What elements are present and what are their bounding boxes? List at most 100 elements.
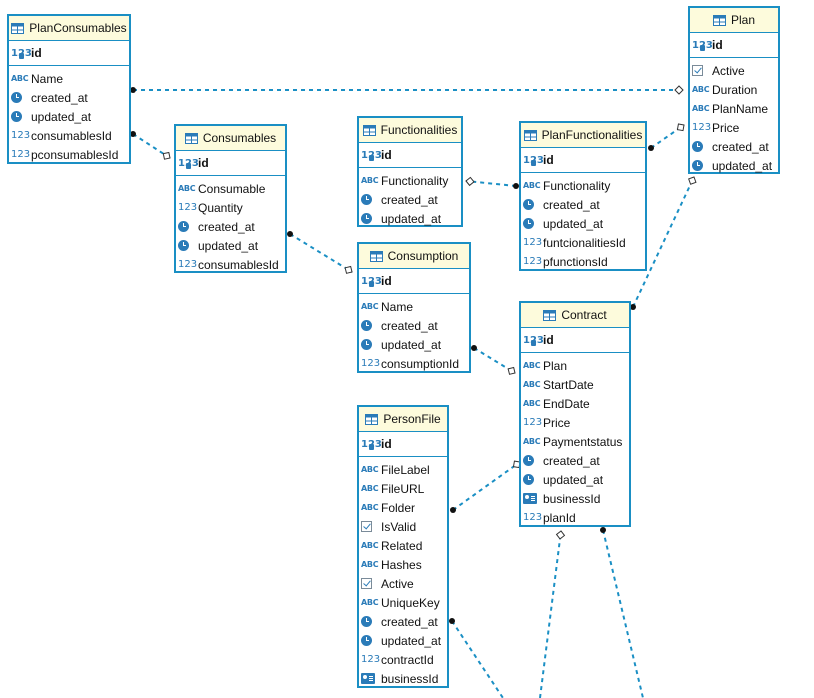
link-functionalities-planfunctionalities[interactable]: [465, 176, 519, 189]
link-personfile-contract[interactable]: [450, 460, 521, 513]
entity-person-file[interactable]: PersonFile123idABCFileLabelABCFileURLABC…: [357, 405, 449, 688]
link-planfunctionalities-plan[interactable]: [648, 123, 685, 151]
primary-key-row[interactable]: 123id: [359, 143, 461, 168]
primary-key-label: id: [543, 153, 554, 167]
link-planconsumables-plan[interactable]: [130, 85, 684, 95]
link-contract-plan[interactable]: [630, 176, 697, 310]
column-name: pconsumablesId: [31, 147, 119, 162]
entity-header[interactable]: Plan: [690, 8, 778, 33]
column-row[interactable]: created_at: [359, 612, 447, 631]
column-row[interactable]: updated_at: [176, 236, 285, 255]
connector-line[interactable]: [539, 530, 562, 698]
entity-contract[interactable]: Contract123idABCPlanABCStartDateABCEndDa…: [519, 301, 631, 527]
column-row[interactable]: updated_at: [9, 107, 129, 126]
entity-header[interactable]: Contract: [521, 303, 629, 328]
link-planconsumables-consumables[interactable]: [130, 131, 171, 160]
connector-line[interactable]: [452, 461, 521, 511]
primary-key-row[interactable]: 123id: [359, 269, 469, 294]
entity-header[interactable]: Consumables: [176, 126, 285, 151]
column-row[interactable]: created_at: [521, 195, 645, 214]
clock-icon: [523, 473, 540, 487]
column-row[interactable]: created_at: [359, 190, 461, 209]
many-end-dot: [471, 345, 477, 351]
entity-header[interactable]: PersonFile: [359, 407, 447, 432]
column-row[interactable]: updated_at: [359, 335, 469, 354]
link-consumables-consumption[interactable]: [287, 231, 353, 274]
entity-plan-consumables[interactable]: PlanConsumables123idABCNamecreated_atupd…: [7, 14, 131, 164]
link-contract-offscreen-left[interactable]: [539, 530, 566, 698]
primary-key-row[interactable]: 123id: [359, 432, 447, 457]
column-row[interactable]: created_at: [690, 137, 778, 156]
many-end-dot: [130, 131, 136, 137]
primary-key-row[interactable]: 123id: [176, 151, 285, 176]
column-row[interactable]: created_at: [521, 451, 629, 470]
column-row[interactable]: Active: [359, 574, 447, 593]
entity-plan-functionalities[interactable]: PlanFunctionalities123idABCFunctionality…: [519, 121, 647, 271]
entity-header[interactable]: PlanConsumables: [9, 16, 129, 41]
column-row[interactable]: created_at: [176, 217, 285, 236]
number-type-icon: 123: [11, 149, 31, 160]
column-name: created_at: [381, 318, 438, 333]
primary-key-row[interactable]: 123id: [9, 41, 129, 66]
entity-header[interactable]: Consumption: [359, 244, 469, 269]
entity-functionalities[interactable]: Functionalities123idABCFunctionalitycrea…: [357, 116, 463, 227]
column-row[interactable]: businessId: [521, 489, 629, 508]
entity-plan[interactable]: Plan123idActiveABCDurationABCPlanName123…: [688, 6, 780, 174]
primary-key-row[interactable]: 123id: [690, 33, 778, 58]
link-consumption-contract[interactable]: [471, 345, 516, 375]
column-row[interactable]: Active: [690, 61, 778, 80]
id-card-icon: [523, 492, 540, 506]
text-type-icon: ABC: [523, 181, 541, 190]
entity-consumption[interactable]: Consumption123idABCName created_atupdated…: [357, 242, 471, 373]
primary-key-row[interactable]: 123id: [521, 148, 645, 173]
connector-line[interactable]: [289, 233, 353, 273]
column-row[interactable]: updated_at: [690, 156, 778, 175]
connector-line[interactable]: [602, 529, 644, 698]
column-row[interactable]: updated_at: [359, 631, 447, 650]
link-contract-offscreen-right[interactable]: [600, 527, 644, 698]
column-row[interactable]: businessId: [359, 669, 447, 688]
column-row[interactable]: updated_at: [521, 470, 629, 489]
primary-key-row[interactable]: 123id: [521, 328, 629, 353]
entity-consumables[interactable]: Consumables123idABCConsumable123Quantity…: [174, 124, 287, 273]
column-row[interactable]: created_at: [359, 316, 469, 335]
column-row[interactable]: updated_at: [359, 209, 461, 228]
column-row[interactable]: created_at: [9, 88, 129, 107]
column-row[interactable]: updated_at: [521, 214, 645, 233]
entity-header[interactable]: Functionalities: [359, 118, 461, 143]
column-name: updated_at: [31, 109, 92, 124]
column-row[interactable]: IsValid: [359, 517, 447, 536]
connector-line[interactable]: [451, 620, 504, 698]
column-name: pfunctionsId: [543, 254, 608, 269]
link-personfile-offscreen[interactable]: [449, 618, 504, 698]
entity-header[interactable]: PlanFunctionalities: [521, 123, 645, 148]
